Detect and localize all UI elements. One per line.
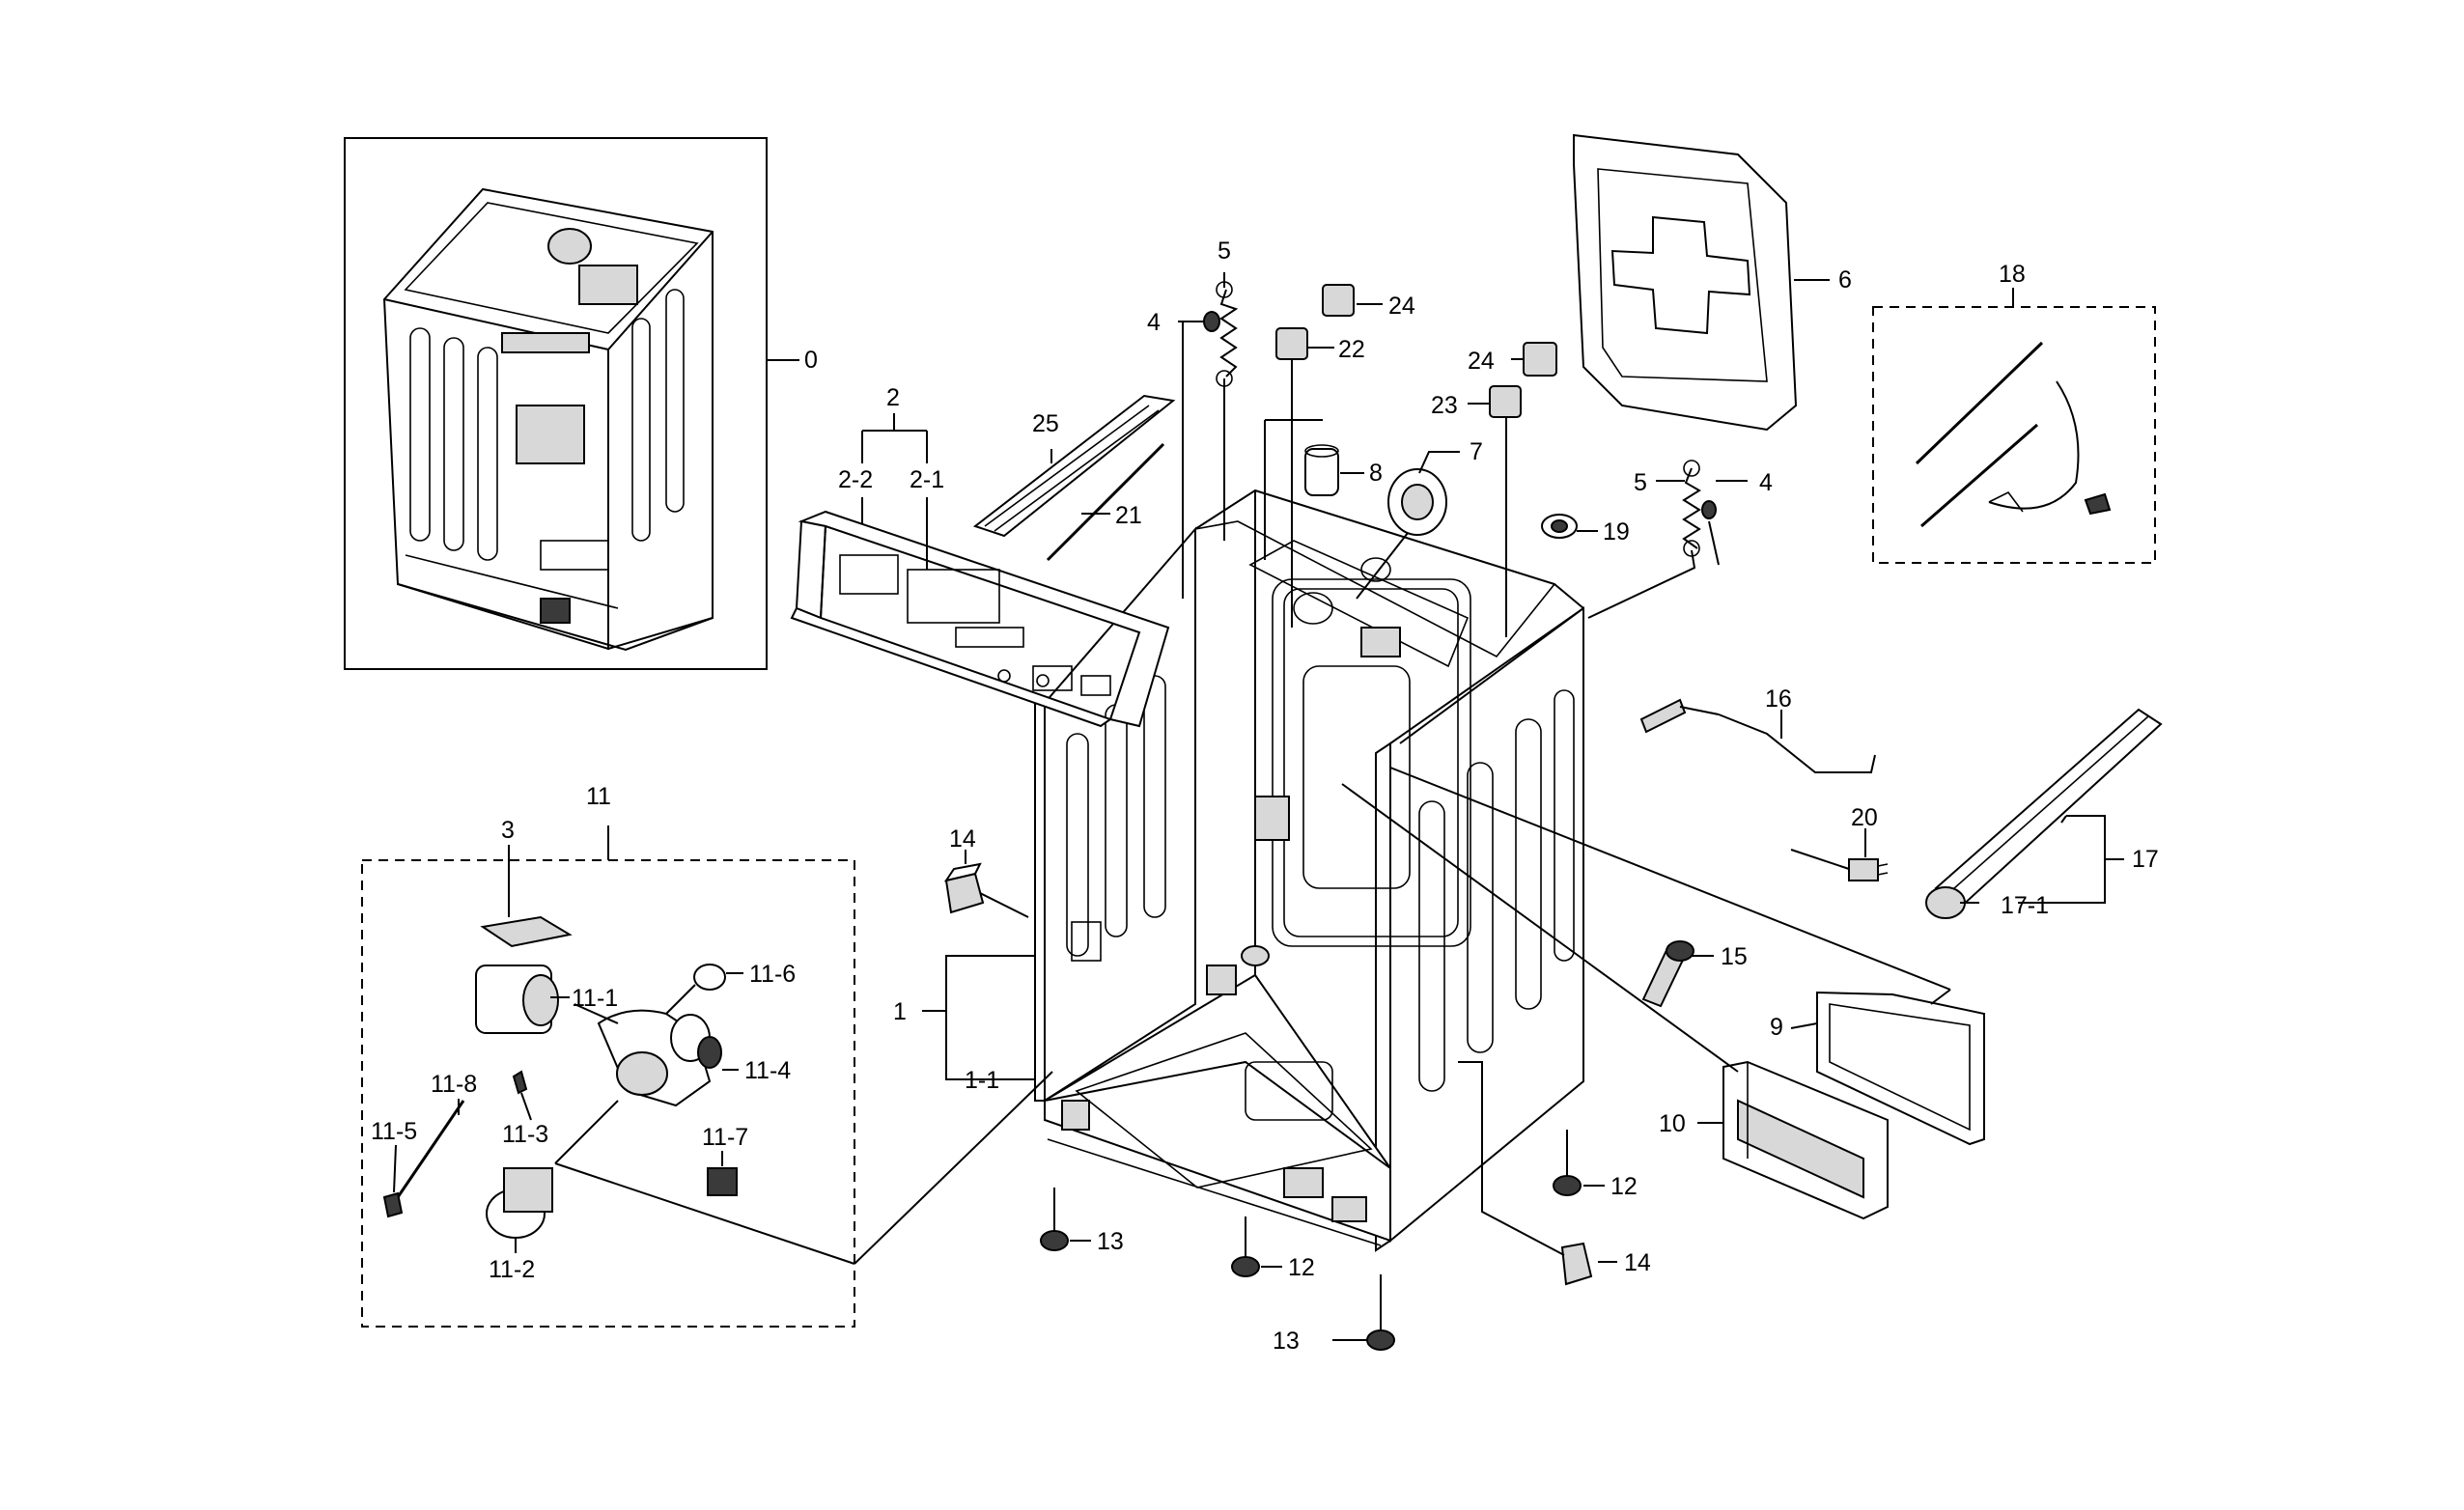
- part-11-8-hose: [396, 1100, 465, 1198]
- control-panel-frame: [790, 510, 1170, 728]
- label-4-upper: 4: [1147, 309, 1161, 336]
- label-4-lower: 4: [1759, 469, 1773, 496]
- foot-12-center: [1231, 1216, 1260, 1277]
- label-11-4: 11-4: [744, 1057, 791, 1084]
- label-12-center: 12: [1288, 1254, 1315, 1281]
- part-10-housing: [1722, 1060, 1889, 1220]
- foot-13-left: [1040, 1188, 1069, 1251]
- pump-assembly-group: [361, 825, 855, 1328]
- label-12-right: 12: [1610, 1173, 1638, 1200]
- part-15-valve: [1641, 940, 1694, 1008]
- part-22-bracket: [1275, 327, 1308, 360]
- label-16: 16: [1765, 685, 1792, 713]
- label-8: 8: [1369, 460, 1383, 487]
- label-17: 17: [2132, 846, 2159, 873]
- part-19-fitting: [1541, 514, 1578, 539]
- label-10: 10: [1659, 1110, 1686, 1137]
- part-14-handle-right: [1560, 1242, 1593, 1286]
- label-14-right: 14: [1624, 1249, 1651, 1276]
- label-24-upper: 24: [1388, 293, 1415, 320]
- part-4-clip-upper: [1203, 311, 1220, 332]
- part-11-4-pump-housing: [616, 1051, 668, 1096]
- part-18-wire-harness-group: [1872, 306, 2156, 564]
- label-25: 25: [1032, 410, 1059, 437]
- part-20-power-cord: [1790, 849, 1889, 881]
- part-11-6-o-ring: [693, 964, 726, 991]
- callout-labels: 0 2 2-2 2-1 25 21 5 4 24 22 8 7 23 24 6 …: [371, 238, 2159, 1355]
- part-14-handle-left: [943, 862, 985, 914]
- label-11-6: 11-6: [749, 961, 796, 988]
- label-5-upper: 5: [1218, 238, 1231, 265]
- label-1: 1: [893, 998, 907, 1025]
- label-24-lower: 24: [1468, 348, 1495, 375]
- part-5-spring-lower: [1682, 460, 1701, 557]
- part-23-bracket: [1489, 385, 1522, 418]
- foot-12-right: [1553, 1130, 1582, 1196]
- part-16-sensor: [1639, 698, 1876, 773]
- label-5-lower: 5: [1634, 469, 1647, 496]
- label-15: 15: [1721, 943, 1748, 970]
- part-7-ring: [1387, 468, 1447, 536]
- label-20: 20: [1851, 804, 1878, 831]
- label-21: 21: [1115, 502, 1142, 529]
- label-0: 0: [804, 347, 818, 374]
- label-2-1: 2-1: [910, 466, 944, 493]
- part-8-damper: [1304, 444, 1339, 496]
- label-23: 23: [1431, 392, 1458, 419]
- part-5-spring-upper: [1216, 281, 1239, 387]
- label-11-2: 11-2: [489, 1256, 535, 1283]
- part-6-door-frame: [1573, 133, 1798, 432]
- label-22: 22: [1338, 336, 1365, 363]
- part-11-5-clip: [382, 1191, 404, 1218]
- label-11-1: 11-1: [572, 985, 618, 1012]
- foot-13-bottom: [1366, 1274, 1395, 1351]
- label-14-left: 14: [949, 825, 976, 853]
- part-4-clip-lower: [1701, 500, 1717, 519]
- part-11-7-block: [707, 1167, 738, 1196]
- label-11-7: 11-7: [702, 1124, 748, 1151]
- label-7: 7: [1470, 438, 1483, 465]
- part-24-bracket-lower: [1523, 342, 1557, 377]
- part-11-2-filter: [486, 1167, 553, 1239]
- label-2-2: 2-2: [838, 466, 873, 493]
- label-2: 2: [886, 384, 900, 411]
- label-13-left: 13: [1097, 1228, 1124, 1255]
- label-1-1: 1-1: [965, 1067, 999, 1094]
- part-24-bracket-upper: [1322, 284, 1355, 317]
- label-13-bottom: 13: [1273, 1328, 1300, 1355]
- main-cabinet-frame: [1034, 489, 1584, 1252]
- part-25-rail: [972, 394, 1176, 538]
- label-11-8: 11-8: [431, 1071, 477, 1098]
- label-3: 3: [501, 817, 515, 844]
- part-17-hose: [1925, 708, 2163, 919]
- part-3-clamp: [480, 915, 573, 948]
- label-11: 11: [586, 783, 611, 810]
- part-11-3-pin: [512, 1070, 528, 1095]
- assembled-cabinet-inset: [344, 137, 799, 670]
- label-11-3: 11-3: [502, 1121, 548, 1148]
- label-18: 18: [1999, 261, 2026, 288]
- leader-lines: [393, 272, 2124, 1341]
- label-11-5: 11-5: [371, 1118, 417, 1145]
- label-6: 6: [1838, 266, 1852, 294]
- label-9: 9: [1770, 1014, 1783, 1041]
- part-21-rod: [1046, 442, 1165, 562]
- label-19: 19: [1603, 518, 1630, 545]
- label-17-1: 17-1: [2001, 892, 2049, 919]
- part-9-cover: [1816, 991, 1985, 1146]
